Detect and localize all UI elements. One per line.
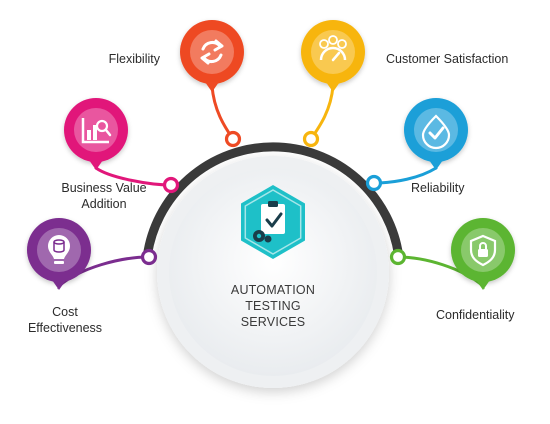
feature-label-cost-line1: Cost bbox=[52, 305, 78, 319]
connector-line-flexibility bbox=[210, 85, 235, 140]
clipboard-check-gear-icon bbox=[241, 185, 305, 259]
connector-dot-flexibility bbox=[224, 130, 242, 148]
pin-business-value bbox=[64, 98, 128, 170]
feature-label-reliability: Reliability bbox=[411, 180, 511, 196]
feature-label-confidentiality: Confidentiality bbox=[436, 307, 546, 323]
feature-label-business-value-line2: Addition bbox=[81, 197, 127, 211]
feature-label-customer-satisfaction-text: Customer Satisfaction bbox=[386, 52, 509, 66]
center-inner-circle bbox=[169, 168, 377, 376]
center-title-line1: AUTOMATION bbox=[230, 283, 316, 297]
pin-flexibility bbox=[180, 20, 244, 92]
center-title: AUTOMATION TESTING SERVICES bbox=[209, 282, 337, 330]
pin-confidentiality bbox=[451, 218, 515, 290]
refresh-arrows-icon bbox=[200, 39, 224, 65]
feature-label-business-value: Business Value Addition bbox=[46, 180, 162, 212]
outer-arc bbox=[142, 142, 404, 263]
feature-label-customer-satisfaction: Customer Satisfaction bbox=[386, 51, 546, 67]
satisfaction-gauge-icon bbox=[319, 35, 347, 62]
pin-reliability bbox=[404, 98, 468, 170]
feature-label-business-value-line1: Business Value bbox=[61, 181, 147, 195]
connector-dot-confidentiality bbox=[389, 248, 407, 266]
connector-dot-business-value bbox=[162, 176, 180, 194]
center-title-line2: TESTING bbox=[245, 299, 301, 313]
check-drop-icon bbox=[421, 114, 451, 150]
coin-bulb-icon bbox=[48, 235, 70, 264]
feature-label-flexibility: Flexibility bbox=[60, 51, 160, 67]
connector-dot-reliability bbox=[365, 174, 383, 192]
connector-line-customer-satisfaction bbox=[309, 85, 335, 140]
connector-dot-customer-satisfaction bbox=[302, 130, 320, 148]
center-title-line3: SERVICES bbox=[240, 315, 306, 329]
feature-label-cost-effectiveness: Cost Effectiveness bbox=[10, 304, 120, 336]
feature-label-cost-line2: Effectiveness bbox=[27, 321, 103, 335]
pin-customer-satisfaction bbox=[301, 20, 365, 92]
feature-label-confidentiality-text: Confidentiality bbox=[436, 308, 515, 322]
connector-dots bbox=[140, 130, 407, 266]
feature-label-reliability-text: Reliability bbox=[411, 181, 465, 195]
pin-cost-effectiveness bbox=[27, 218, 91, 290]
connector-dot-cost-effectiveness bbox=[140, 248, 158, 266]
feature-label-flexibility-text: Flexibility bbox=[108, 52, 160, 66]
feature-pins bbox=[27, 20, 515, 290]
chart-magnifier-icon bbox=[81, 118, 112, 144]
shield-lock-icon bbox=[469, 234, 497, 267]
